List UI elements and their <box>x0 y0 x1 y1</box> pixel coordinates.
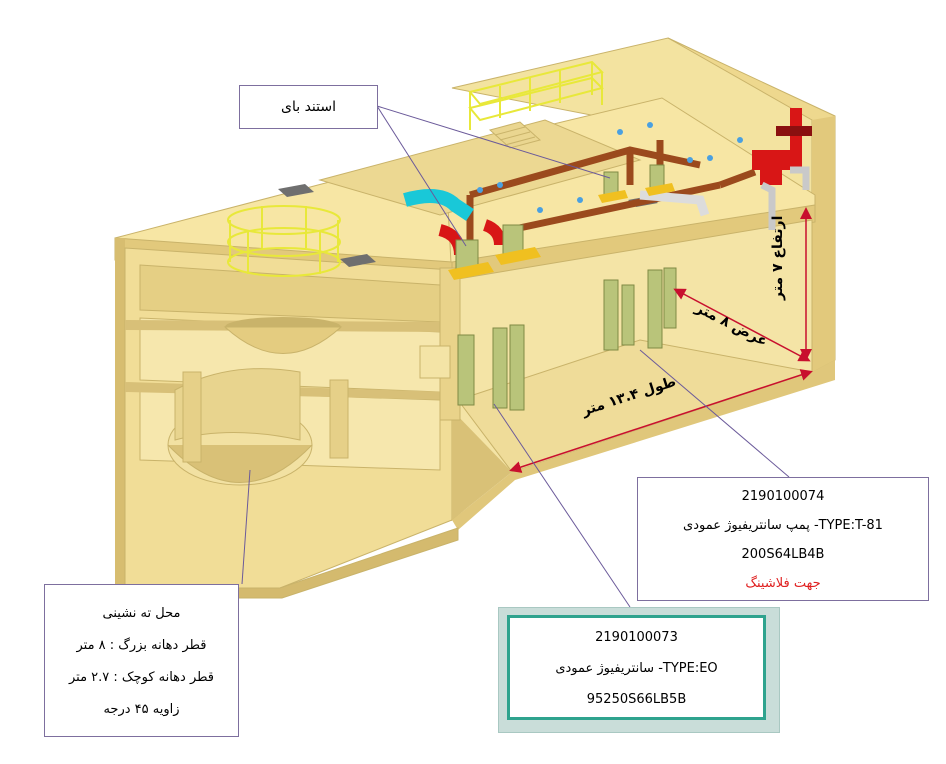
settling-angle: زاویه ۴۵ درجه <box>103 702 180 717</box>
standby-label: استند بای <box>281 99 336 115</box>
pump-74-purpose: جهت فلاشینگ <box>745 576 821 591</box>
pump-bases <box>448 183 675 280</box>
settling-title: محل ته نشینی <box>102 606 181 621</box>
concrete-structure <box>114 37 836 599</box>
railing-left <box>227 205 341 277</box>
vertical-pumps <box>455 164 677 411</box>
height-label: ارتفاع ۷ متر <box>770 215 786 300</box>
stairs <box>488 121 542 149</box>
settling-small-diameter: قطر دهانه کوچک : ۲.۷ متر <box>68 670 215 685</box>
pump-73-model: 95250S66LB5B <box>586 692 687 707</box>
pump-74-model: 200S64LB4B <box>741 547 825 562</box>
pump-74-type: TYPE:T-81- پمپ سانتریفیوژ عمودی <box>683 518 883 533</box>
leader-lines <box>241 105 790 608</box>
pump-73-callout: 2190100073 TYPE:EO- سانتریفیوژ عمودی 952… <box>507 615 766 720</box>
pump-73-type: TYPE:EO- سانتریفیوژ عمودی <box>555 661 718 676</box>
standby-callout: استند بای <box>239 85 378 129</box>
pump-74-callout: 2190100074 TYPE:T-81- پمپ سانتریفیوژ عمو… <box>637 477 929 601</box>
settling-callout: محل ته نشینی قطر دهانه بزرگ : ۸ متر قطر … <box>44 584 239 737</box>
dimension-lines <box>509 207 813 473</box>
settling-large-diameter: قطر دهانه بزرگ : ۸ متر <box>76 638 207 653</box>
pump-73-code: 2190100073 <box>595 630 678 645</box>
pump-74-code: 2190100074 <box>741 489 825 504</box>
railing-right <box>468 60 604 130</box>
